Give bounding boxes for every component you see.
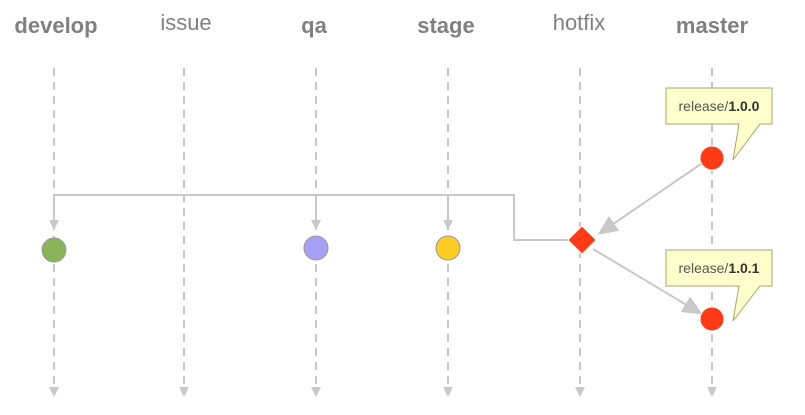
- node-stage-1: [435, 235, 461, 261]
- branch-line-master-to-hotfix: [597, 163, 702, 235]
- nodes: [41, 145, 725, 332]
- lane-label-master: master: [676, 13, 749, 38]
- lane-label-qa: qa: [301, 13, 327, 38]
- callout-box: [665, 249, 773, 322]
- node-hotfix-1: [567, 225, 597, 255]
- merge-connectors: [49, 194, 568, 241]
- merge-line-hotfix-to-master: [592, 248, 703, 315]
- lane-label-issue: issue: [160, 10, 211, 35]
- merge-line-develop: [49, 194, 568, 241]
- callout-release-100: release/1.0.0: [665, 87, 773, 161]
- node-master-2: [699, 306, 725, 332]
- node-develop-1: [41, 237, 67, 263]
- lane-label-develop: develop: [14, 13, 97, 38]
- callout-box: [665, 87, 773, 161]
- lane-lines: [49, 68, 717, 397]
- callout-label: release/1.0.0: [679, 98, 760, 114]
- lane-label-stage: stage: [417, 13, 474, 38]
- lane-labels: develop issue qa stage hotfix master: [14, 10, 748, 38]
- node-qa-1: [303, 235, 329, 261]
- hotfix-connectors: [592, 163, 703, 315]
- callout-release-101: release/1.0.1: [665, 249, 773, 322]
- lane-label-hotfix: hotfix: [553, 10, 606, 35]
- node-master-1: [699, 145, 725, 171]
- callout-label: release/1.0.1: [679, 260, 760, 276]
